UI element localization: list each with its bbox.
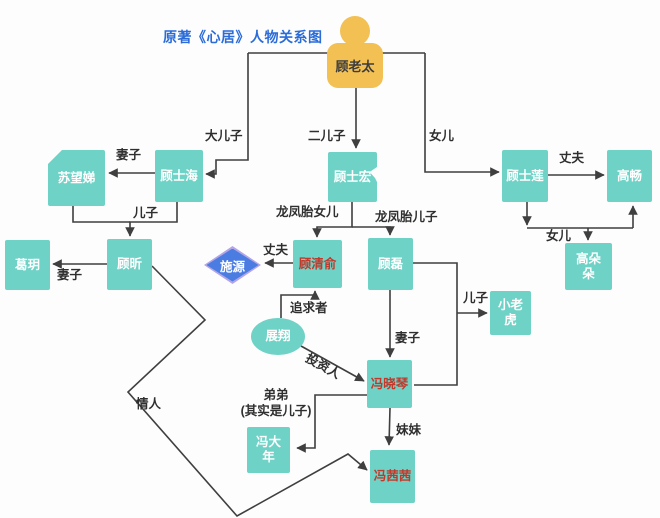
edge-label-twin-son: 龙凤胎儿子 — [375, 210, 438, 224]
edge-son-guxin — [125, 202, 178, 237]
edge-label-wife-fengxiaoqin: 妻子 — [395, 331, 421, 345]
node-gu-shihai: 顾士海 — [155, 150, 203, 202]
node-zhan-xiang: 展翔 — [251, 318, 305, 355]
edge-label-son-xiaolaohu: 儿子 — [463, 291, 489, 305]
edge-sister-qianqian — [384, 407, 395, 446]
diagram-title: 原著《心居》人物关系图 — [163, 29, 323, 45]
edge-label-second-son: 二儿子 — [308, 129, 346, 143]
edge-label-lover: 情人 — [136, 397, 162, 411]
node-gu-xin: 顾昕 — [107, 239, 152, 290]
node-label: 施源 — [206, 248, 259, 282]
edge-brother-danian — [296, 394, 367, 453]
node-su-wangdi: 苏望娣 — [48, 150, 105, 206]
edge-label-husband-shiyuan: 丈夫 — [263, 243, 289, 257]
edge-label-daughter-top: 女儿 — [429, 129, 455, 143]
edge-label-pursuer: 追求者 — [290, 301, 328, 315]
edge-label-twin-daughter: 龙凤胎女儿 — [276, 205, 339, 219]
node-feng-xiaoqin: 冯晓琴 — [367, 360, 412, 408]
edge-label-brother-danian: 弟弟 (其实是儿子) — [240, 388, 312, 418]
edge-son-join-left — [72, 206, 130, 223]
node-gu-shihong: 顾士宏 — [328, 152, 377, 202]
node-gao-duoduo: 高朵 朵 — [565, 243, 612, 290]
edge-label-husband-gaochang: 丈夫 — [559, 151, 585, 165]
edge-label-sister-qianqian: 妹妹 — [396, 423, 422, 437]
edge-pursuer — [280, 290, 320, 318]
edge-family-junction — [413, 262, 458, 386]
edge-label-wife-suwangdi: 妻子 — [116, 148, 142, 162]
person-head-icon — [340, 16, 370, 46]
edge-elder-son — [205, 53, 249, 179]
node-ge-yue: 葛玥 — [5, 240, 50, 290]
edge-investor — [300, 345, 365, 382]
edge-label-wife-geyue: 妻子 — [57, 268, 83, 282]
node-xiao-laohu: 小老 虎 — [490, 291, 531, 335]
node-gu-lei: 顾磊 — [368, 238, 413, 290]
edge-label-son-guxin: 儿子 — [133, 206, 159, 220]
edge-daughter-top — [424, 53, 500, 177]
edge-label-daughter-bar: 女儿 — [546, 229, 572, 243]
edge-label-elder-son: 大儿子 — [205, 129, 243, 143]
node-gao-chang: 高畅 — [607, 150, 652, 202]
edge-twin-daughter — [312, 202, 353, 238]
edge-lover — [126, 265, 368, 518]
node-feng-qianqian: 冯茜茜 — [370, 450, 415, 503]
node-gu-shilian: 顾士莲 — [502, 150, 548, 202]
node-gu-laotai: 顾老太 — [327, 16, 383, 88]
edge-twin-son — [352, 226, 395, 236]
node-gu-qingyu: 顾清俞 — [293, 240, 342, 288]
node-shi-yuan: 施源 — [204, 246, 261, 284]
node-feng-danian: 冯大 年 — [247, 427, 290, 473]
person-body: 顾老太 — [327, 43, 383, 88]
